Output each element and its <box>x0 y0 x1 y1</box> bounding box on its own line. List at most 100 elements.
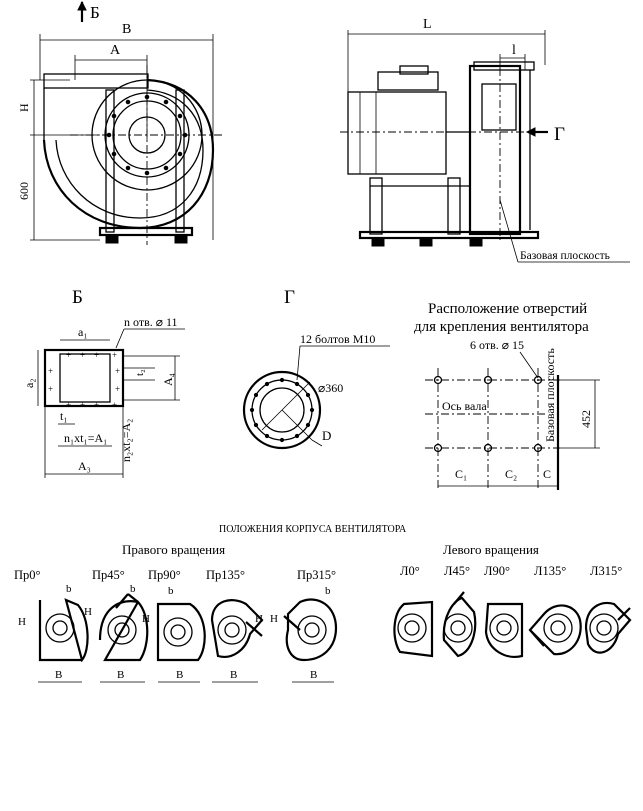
frame-leg-left <box>105 89 115 233</box>
dim-c: C <box>543 467 551 481</box>
view-b-n2: n₂xt₂=A₂ <box>119 419 133 462</box>
side-frame-base <box>358 230 540 240</box>
flange-view-b: Б n отв. ⌀ 11 a₁ ++ ++ ++ ++ ++ ++ a₂ A₄… <box>22 287 185 478</box>
label-pr315: Пр315° <box>297 568 336 582</box>
housing-l315 <box>584 601 632 654</box>
view-g-diameter: ⌀360 <box>318 381 343 395</box>
svg-text:+: + <box>48 384 53 394</box>
housing-l90 <box>484 602 524 658</box>
svg-text:+: + <box>94 350 99 360</box>
pr135-h: H <box>255 613 263 625</box>
shaft-axis-label: Ось вала <box>442 399 487 413</box>
housing-pr45: b H B <box>84 583 149 683</box>
flange-opening <box>59 353 111 403</box>
svg-text:+: + <box>80 400 85 410</box>
mounting-base-plane: Базовая плоскость <box>543 348 557 442</box>
label-pr0: Пр0° <box>14 568 41 582</box>
dim-452: 452 <box>579 410 593 428</box>
outlet-flange-inner <box>259 387 305 433</box>
label-l0: Л0° <box>400 564 420 578</box>
pr45-h: H <box>84 606 92 618</box>
fan-housing-side <box>468 64 522 236</box>
motor-terminal-box <box>377 71 439 91</box>
label-l315: Л315° <box>590 564 622 578</box>
svg-text:+: + <box>80 350 85 360</box>
left-rotation-title: Левого вращения <box>443 542 539 557</box>
front-view: Б В А Н 600 <box>17 0 225 245</box>
view-g-dim-d: D <box>322 428 331 443</box>
svg-text:+: + <box>115 384 120 394</box>
label-l45: Л45° <box>444 564 470 578</box>
dim-b-label: В <box>122 22 131 37</box>
view-mark-g: Г <box>554 124 565 145</box>
frame-base <box>98 226 194 237</box>
housing-pr90: b H B <box>142 585 206 683</box>
pr135-bb: B <box>230 669 237 681</box>
motor-body <box>347 91 447 175</box>
housing-l45 <box>442 591 477 658</box>
positions-header: ПОЛОЖЕНИЯ КОРПУСА ВЕНТИЛЯТОРА <box>219 524 407 535</box>
dim-l-small-label: l <box>512 43 516 58</box>
pr90-h: H <box>142 613 150 625</box>
mounting-title-2: для крепления вентилятора <box>414 319 589 335</box>
pr45-bb: B <box>117 669 124 681</box>
mounting-holes-count: 6 отв. ⌀ 15 <box>470 338 524 352</box>
pr90-bb: B <box>176 669 183 681</box>
label-pr90: Пр90° <box>148 568 181 582</box>
view-b-t1: t₁ <box>60 409 68 423</box>
housing-l0 <box>393 600 434 658</box>
dim-h-label: Н <box>17 103 31 112</box>
mounting-holes-layout: Расположение отверстий для крепления вен… <box>414 301 600 490</box>
view-b-a4: A₄ <box>161 373 175 386</box>
label-pr45: Пр45° <box>92 568 125 582</box>
pr0-b: b <box>66 583 72 595</box>
flange-view-g: Г 12 болтов М10 ⌀360 D <box>242 287 390 450</box>
mounting-title-1: Расположение отверстий <box>428 301 587 317</box>
view-b-holes: n отв. ⌀ 11 <box>124 315 178 329</box>
svg-text:+: + <box>48 366 53 376</box>
housing-pr135: H B <box>210 599 264 683</box>
view-b-title: Б <box>72 287 83 308</box>
view-b-a3: A₃ <box>78 459 91 473</box>
dim-600-label: 600 <box>17 182 31 200</box>
pr90-b: b <box>168 585 174 597</box>
view-g-title: Г <box>284 287 295 308</box>
label-l90: Л90° <box>484 564 510 578</box>
pr315-h: H <box>270 613 278 625</box>
view-b-n1: n₁xt₁=A₁ <box>64 431 107 445</box>
housing-l135 <box>528 604 582 656</box>
svg-text:+: + <box>66 350 71 360</box>
svg-text:+: + <box>112 400 117 410</box>
pr45-b: b <box>130 583 136 595</box>
view-g-bolts: 12 болтов М10 <box>300 332 375 346</box>
pr0-bb: B <box>55 669 62 681</box>
flange-holes: ++ ++ ++ ++ ++ ++ <box>48 350 120 410</box>
dim-l-label: L <box>423 17 432 32</box>
pr315-b: b <box>325 585 331 597</box>
right-rotation-title: Правого вращения <box>122 542 225 557</box>
view-b-a1: a₁ <box>78 325 88 339</box>
view-b-t2: t₂ <box>134 369 146 376</box>
outlet-flange-outer <box>242 370 322 450</box>
flange-bolt-holes <box>249 377 315 443</box>
svg-text:+: + <box>94 400 99 410</box>
flange-outer <box>43 348 125 408</box>
pr0-h: H <box>18 616 26 628</box>
housing-pr0: b H B <box>18 583 89 683</box>
housing-positions: ПОЛОЖЕНИЯ КОРПУСА ВЕНТИЛЯТОРА Правого вр… <box>14 524 632 683</box>
volute-housing <box>42 78 215 230</box>
dim-c1: C₁ <box>455 467 467 481</box>
svg-text:+: + <box>115 366 120 376</box>
side-view: L l Г Базовая <box>340 17 630 263</box>
dim-a-label: А <box>110 43 121 58</box>
outlet-flange <box>43 73 149 89</box>
pr315-bb: B <box>310 669 317 681</box>
base-plane-label: Базовая плоскость <box>520 250 610 262</box>
label-pr135: Пр135° <box>206 568 245 582</box>
view-b-a2: a₂ <box>22 378 36 388</box>
section-arrow <box>77 0 87 11</box>
housing-pr315: b H B <box>270 585 338 683</box>
svg-text:+: + <box>112 350 117 360</box>
